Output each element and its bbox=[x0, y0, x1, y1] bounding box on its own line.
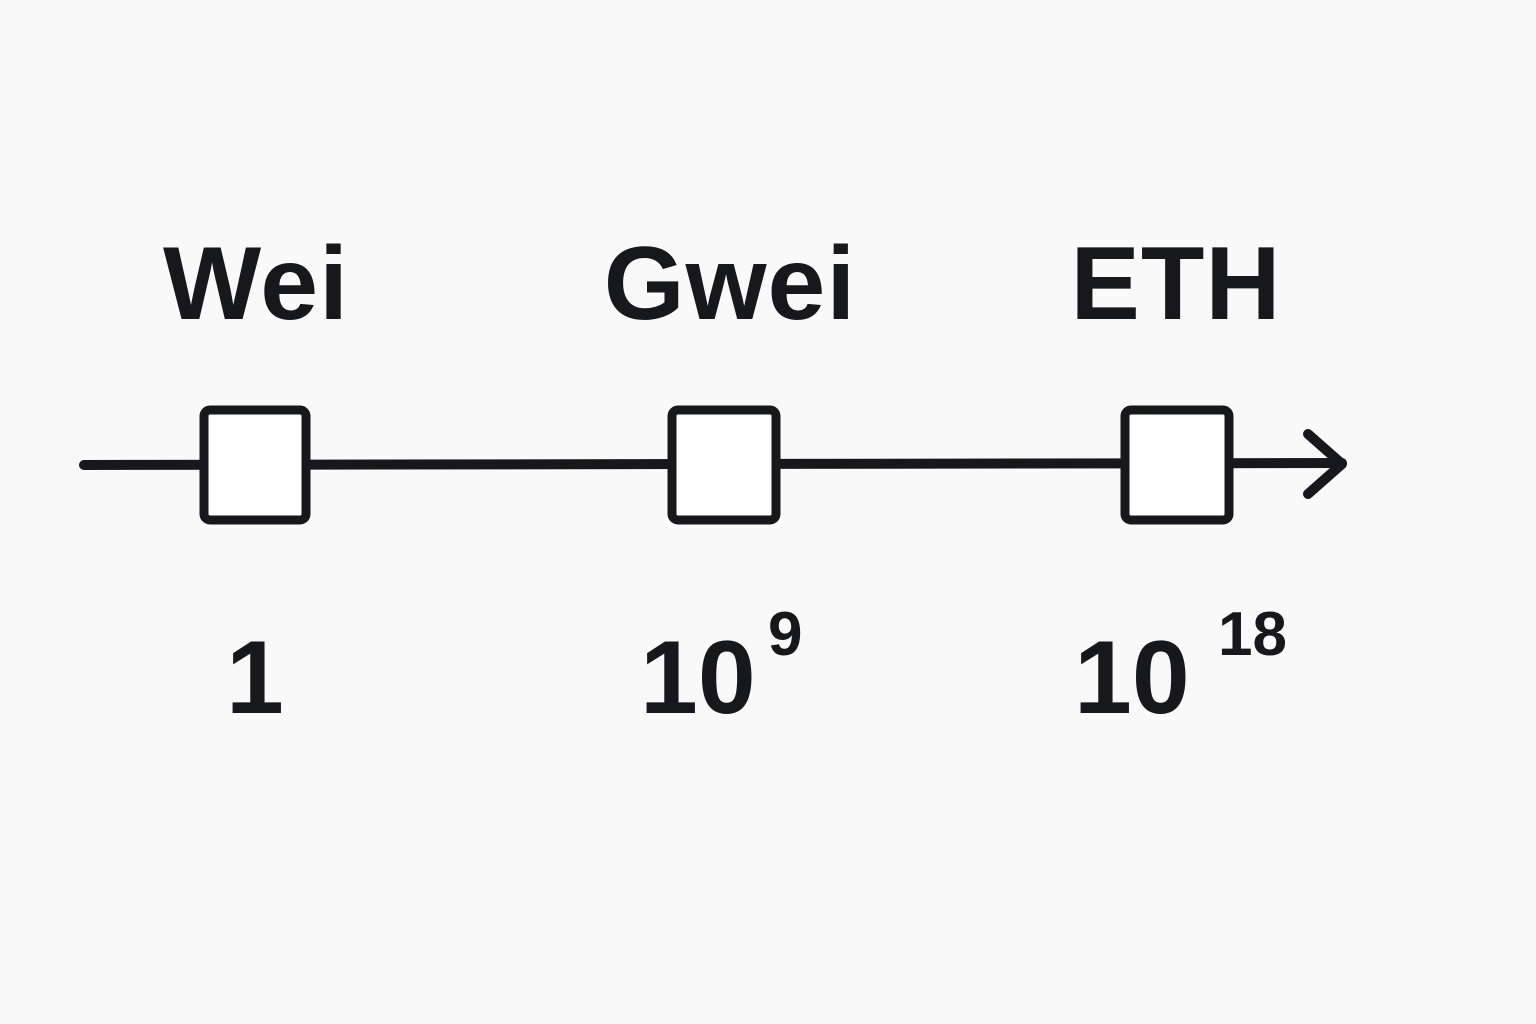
unit-value-gwei: 10 9 bbox=[640, 604, 820, 736]
unit-value-wei-base: 1 bbox=[226, 620, 284, 736]
unit-name-eth: ETH bbox=[1070, 226, 1282, 342]
unit-name-gwei: Gwei bbox=[603, 226, 857, 342]
unit-box-wei bbox=[199, 405, 311, 525]
unit-value-gwei-exponent: 9 bbox=[768, 600, 803, 669]
arrow-head-icon bbox=[1303, 429, 1347, 499]
unit-value-wei: 1 bbox=[226, 620, 286, 730]
unit-value-gwei-base: 10 bbox=[640, 620, 756, 736]
unit-value-eth: 10 18 bbox=[1074, 604, 1314, 736]
unit-name-wei: Wei bbox=[162, 226, 349, 342]
unit-value-eth-exponent: 18 bbox=[1218, 600, 1287, 669]
unit-box-gwei bbox=[667, 405, 781, 525]
unit-box-eth bbox=[1120, 405, 1234, 525]
unit-value-eth-base: 10 bbox=[1074, 620, 1190, 736]
